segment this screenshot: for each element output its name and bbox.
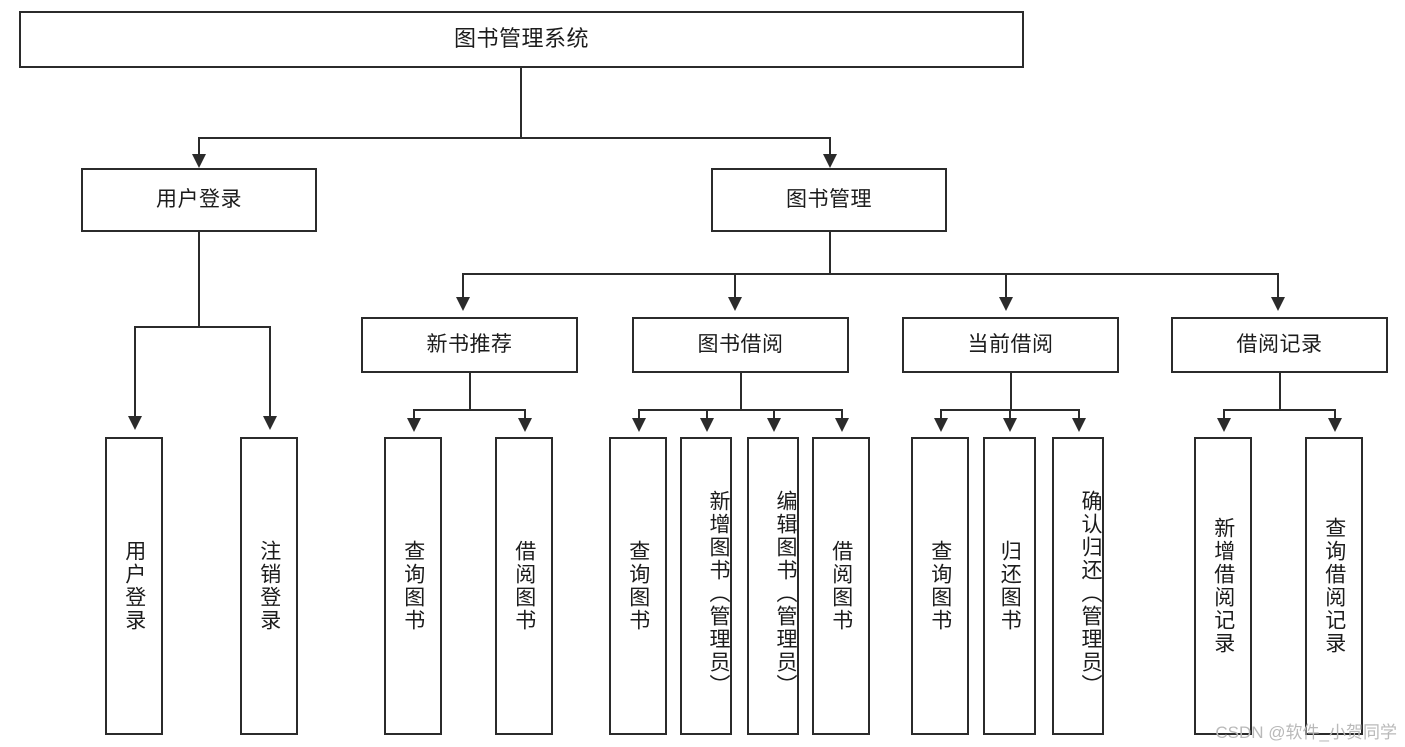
connector-to-book-borrow xyxy=(734,273,736,301)
arrow-bb-leaf3 xyxy=(767,418,781,432)
leaf-add-borrow-record[interactable]: 新增借阅记录 xyxy=(1194,437,1252,735)
connector-book-manage-stem xyxy=(829,232,831,274)
connector-book-manage-bar xyxy=(462,273,1279,275)
connector-nbr-leaf1 xyxy=(413,409,415,421)
leaf-query-book-borrow[interactable]: 查询图书 xyxy=(609,437,667,735)
connector-cb-stem xyxy=(1010,373,1012,410)
arrow-cb-leaf3 xyxy=(1072,418,1086,432)
connector-to-new-book-recommend xyxy=(462,273,464,301)
connector-user-login-stem xyxy=(198,232,200,327)
leaf-borrow-book-borrow[interactable]: 借阅图书 xyxy=(812,437,870,735)
node-book-management[interactable]: 图书管理 xyxy=(711,168,947,232)
connector-bb-leaf4 xyxy=(841,409,843,421)
connector-user-login-leaf2 xyxy=(269,326,271,420)
leaf-add-book-admin[interactable]: 新增图书（管理员） xyxy=(680,437,732,735)
leaf-query-borrow-record[interactable]: 查询借阅记录 xyxy=(1305,437,1363,735)
connector-bb-stem xyxy=(740,373,742,410)
connector-bb-leaf2 xyxy=(706,409,708,421)
node-new-book-recommend[interactable]: 新书推荐 xyxy=(361,317,578,373)
arrow-bb-leaf1 xyxy=(632,418,646,432)
connector-root-to-book-manage xyxy=(829,137,831,159)
leaf-query-book-recommend[interactable]: 查询图书 xyxy=(384,437,442,735)
arrow-to-user-login xyxy=(192,154,206,168)
connector-root-bar xyxy=(198,137,830,139)
connector-bb-leaf3 xyxy=(773,409,775,421)
connector-bb-leaf1 xyxy=(638,409,640,421)
arrow-br-leaf2 xyxy=(1328,418,1342,432)
arrow-bb-leaf2 xyxy=(700,418,714,432)
node-current-borrow[interactable]: 当前借阅 xyxy=(902,317,1119,373)
arrow-book-borrow xyxy=(728,297,742,311)
connector-nbr-stem xyxy=(469,373,471,410)
node-root-book-management-system[interactable]: 图书管理系统 xyxy=(19,11,1024,68)
arrow-cb-leaf1 xyxy=(934,418,948,432)
arrow-bb-leaf4 xyxy=(835,418,849,432)
arrow-borrow-record xyxy=(1271,297,1285,311)
leaf-confirm-return-admin[interactable]: 确认归还（管理员） xyxy=(1052,437,1104,735)
leaf-edit-book-admin[interactable]: 编辑图书（管理员） xyxy=(747,437,799,735)
leaf-query-book-current[interactable]: 查询图书 xyxy=(911,437,969,735)
connector-nbr-bar xyxy=(413,409,526,411)
leaf-return-book[interactable]: 归还图书 xyxy=(983,437,1036,735)
connector-to-current-borrow xyxy=(1005,273,1007,301)
leaf-user-login[interactable]: 用户登录 xyxy=(105,437,163,735)
connector-br-leaf2 xyxy=(1334,409,1336,421)
connector-root-to-user-login xyxy=(198,137,200,159)
arrow-leaf-user-login xyxy=(128,416,142,430)
connector-bb-bar xyxy=(638,409,843,411)
arrow-nbr-leaf1 xyxy=(407,418,421,432)
connector-to-borrow-record xyxy=(1277,273,1279,301)
leaf-borrow-book-recommend[interactable]: 借阅图书 xyxy=(495,437,553,735)
csdn-watermark: CSDN @软件_小贺同学 xyxy=(1215,723,1397,742)
connector-cb-leaf3 xyxy=(1078,409,1080,421)
connector-cb-leaf1 xyxy=(940,409,942,421)
arrow-cb-leaf2 xyxy=(1003,418,1017,432)
node-borrow-record[interactable]: 借阅记录 xyxy=(1171,317,1388,373)
connector-root-stem xyxy=(520,68,522,138)
connector-user-login-leaf1 xyxy=(134,326,136,420)
connector-user-login-bar xyxy=(134,326,270,328)
arrow-nbr-leaf2 xyxy=(518,418,532,432)
node-user-login[interactable]: 用户登录 xyxy=(81,168,317,232)
arrow-leaf-logout-login xyxy=(263,416,277,430)
connector-br-leaf1 xyxy=(1223,409,1225,421)
connector-cb-leaf2 xyxy=(1009,409,1011,421)
arrow-to-book-manage xyxy=(823,154,837,168)
connector-br-stem xyxy=(1279,373,1281,410)
leaf-logout-login[interactable]: 注销登录 xyxy=(240,437,298,735)
arrow-current-borrow xyxy=(999,297,1013,311)
node-book-borrow[interactable]: 图书借阅 xyxy=(632,317,849,373)
arrow-br-leaf1 xyxy=(1217,418,1231,432)
connector-br-bar xyxy=(1223,409,1336,411)
arrow-new-book-recommend xyxy=(456,297,470,311)
connector-nbr-leaf2 xyxy=(524,409,526,421)
